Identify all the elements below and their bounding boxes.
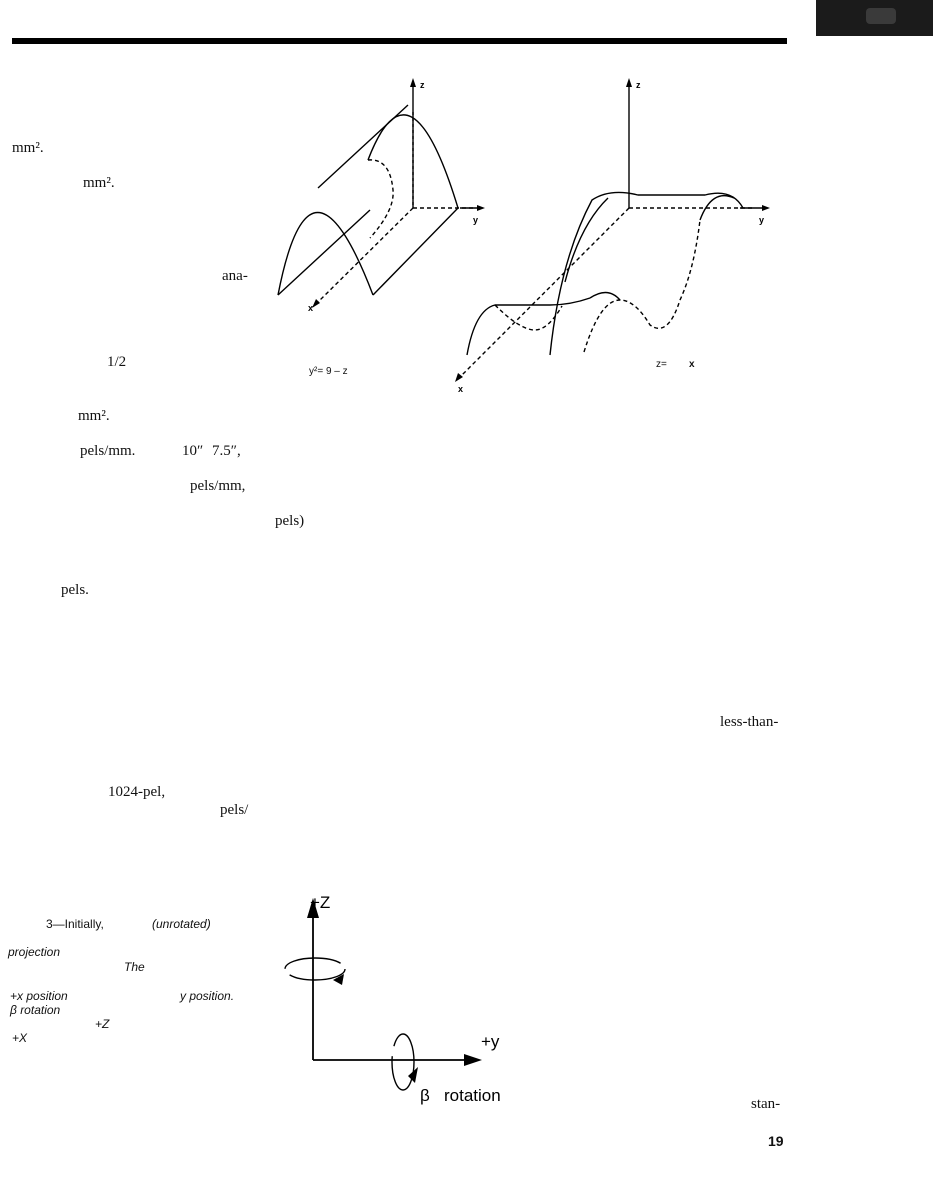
z-axis-arrow (307, 898, 319, 918)
text-fragment: 10″ (182, 443, 204, 459)
beta-symbol: β (420, 1086, 430, 1105)
figure-caption-line: projection (8, 945, 61, 959)
plus-z-label: +Z (310, 893, 330, 912)
back-wave-dashed (583, 219, 701, 353)
mid-rise (564, 197, 609, 283)
x-axis (317, 207, 414, 303)
figure-caption-line: +x position (10, 989, 68, 1003)
text-fragment: pels) (275, 513, 305, 529)
figure-caption-line: 3—Initially, (46, 917, 104, 931)
beta-rotation-ellipse (391, 1033, 415, 1091)
back-parabola (367, 114, 459, 209)
rotation-diagram: +Z +y β rotation (284, 893, 501, 1105)
front-wave (466, 297, 591, 356)
x-axis-arrow (455, 373, 463, 382)
z-axis-label: z (636, 80, 641, 90)
figure-caption-line: β rotation (10, 1003, 61, 1017)
text-fragment: 1/2 (107, 354, 127, 370)
right-equation-var: x (689, 359, 695, 370)
y-axis-arrow (762, 205, 770, 211)
z-axis-arrow (410, 78, 416, 87)
z-rotation-arrow (333, 974, 344, 985)
x-axis-label: x (308, 303, 313, 313)
z-rotation-ellipse (284, 957, 346, 981)
x-axis-arrow (312, 299, 320, 308)
y-axis-arrow (464, 1054, 482, 1066)
y-axis-arrow (477, 205, 485, 211)
page-number: 19 (768, 1133, 784, 1149)
left-bottom-edge (277, 209, 371, 296)
text-fragment: mm². (83, 175, 115, 191)
figure-caption-line: The (124, 960, 145, 974)
z-axis-label: z (420, 80, 425, 90)
text-fragment: pels/mm. (80, 443, 136, 459)
back-wave-top (549, 191, 744, 356)
back-wave-tail (699, 194, 735, 221)
figure-caption-line: +Z (95, 1017, 110, 1031)
corner-thumbnail (816, 0, 933, 36)
parabolic-cylinder-figure: z y x (277, 78, 485, 313)
text-fragment: stan- (751, 1096, 781, 1112)
beta-rotation-arrow (408, 1067, 418, 1083)
front-parabola (277, 212, 374, 296)
wave-surface-figure: z y x (455, 78, 770, 394)
plus-y-label: +y (481, 1032, 500, 1051)
right-equation-prefix: z= (656, 359, 667, 370)
y-axis-label: y (759, 215, 764, 225)
front-wave-dashed (494, 304, 563, 331)
right-bottom-edge (372, 207, 459, 296)
figure-caption-line: y position. (180, 989, 235, 1003)
text-fragment: 7.5″, (212, 443, 241, 459)
figure-caption-line: (unrotated) (152, 917, 211, 931)
text-fragment: less-than- (720, 714, 779, 730)
text-fragment: pels. (61, 582, 89, 598)
x-axis-label: x (458, 384, 463, 394)
left-equation: y²= 9 – z (309, 366, 348, 377)
header-rule (12, 38, 787, 44)
text-fragment: mm². (12, 140, 44, 156)
z-axis-arrow (626, 78, 632, 87)
x-axis (459, 207, 630, 378)
top-ridge (317, 104, 409, 189)
text-fragment: pels/ (220, 802, 249, 818)
y-axis-label: y (473, 215, 478, 225)
text-fragment: mm². (78, 408, 110, 424)
text-fragment: ana- (222, 268, 248, 284)
text-fragment: 1024-pel, (108, 784, 166, 800)
text-fragment: pels/mm, (190, 478, 246, 494)
rotation-label: rotation (444, 1086, 501, 1105)
figure-caption-line: +X (12, 1031, 28, 1045)
